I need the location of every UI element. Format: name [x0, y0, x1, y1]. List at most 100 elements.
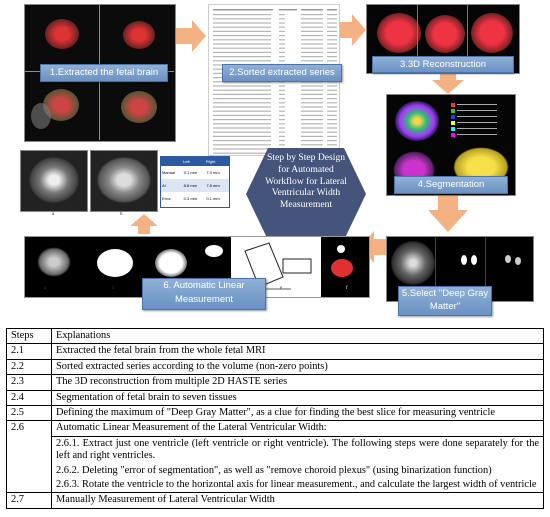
step-6-label: 6. Automatic Linear Measurement	[142, 278, 266, 310]
flow-arrows	[130, 14, 468, 263]
series-row-line	[213, 43, 271, 45]
series-row-line	[301, 60, 323, 62]
series-row-line	[327, 123, 337, 125]
series-row-line	[279, 85, 285, 87]
series-row-line	[327, 26, 337, 28]
series-row-line	[213, 131, 271, 133]
step-2-label: 2.Sorted extracted series	[222, 64, 342, 82]
table-row: 2.6 Automatic Linear Measurement of the …	[6, 420, 544, 494]
series-row-line	[327, 39, 337, 41]
series-row-line	[213, 30, 271, 32]
series-row-line	[327, 89, 337, 91]
series-row-line	[279, 43, 285, 45]
series-row-line	[301, 30, 323, 32]
series-row-line	[213, 85, 271, 87]
series-row-line	[279, 18, 285, 20]
series-row-line	[327, 18, 337, 20]
series-row-line	[301, 127, 323, 129]
series-row-line	[327, 135, 337, 137]
series-row-line	[301, 131, 323, 133]
series-row-line	[213, 102, 271, 104]
series-row-line	[301, 140, 323, 142]
manual-image-a	[20, 150, 88, 212]
series-row-line	[327, 127, 337, 129]
table-header-row: Steps Explanations	[6, 327, 544, 345]
series-row-line	[279, 30, 285, 32]
arrow-6-to-7	[130, 214, 158, 234]
series-row-line	[279, 35, 285, 37]
series-row-line	[213, 106, 271, 108]
series-row-line	[213, 119, 271, 121]
series-row-line	[279, 22, 285, 24]
step-5-label: 5.Select "Deep Gray Matter"	[398, 286, 492, 316]
series-row-line	[327, 56, 337, 58]
strip-label-a: a	[44, 286, 47, 291]
series-row-line	[301, 110, 323, 112]
series-row-line	[327, 47, 337, 49]
series-row-line	[213, 144, 271, 146]
series-row-line	[327, 98, 337, 100]
series-row-line	[213, 110, 271, 112]
series-row-line	[279, 89, 285, 91]
series-row-line	[213, 135, 271, 137]
series-row-line	[279, 47, 285, 49]
series-row-line	[327, 106, 337, 108]
series-row-line	[279, 93, 285, 95]
series-row-line	[279, 135, 285, 137]
series-row-line	[213, 152, 271, 154]
series-row-line	[301, 85, 323, 87]
series-row-line	[279, 51, 285, 53]
series-row-line	[213, 140, 271, 142]
manual-vs-ai-table: Left Right Manual 9.1 mm 7.9 mm AI 8.8 m…	[160, 156, 230, 208]
series-row-line	[301, 106, 323, 108]
step-3-label: 3.3D Reconstruction	[372, 56, 514, 73]
series-row-line	[279, 56, 285, 58]
series-row-line	[279, 140, 285, 142]
series-row-line	[301, 144, 323, 146]
series-row-line	[213, 22, 271, 24]
series-row-line	[301, 98, 323, 100]
series-row-line	[301, 51, 323, 53]
arrow-3-to-4	[432, 72, 464, 94]
arrow-2-to-3	[338, 14, 366, 46]
series-row-line	[327, 144, 337, 146]
series-row-line	[213, 26, 271, 28]
series-row-line	[213, 35, 271, 37]
series-row-line	[301, 26, 323, 28]
strip-label-b: b	[112, 286, 115, 291]
series-row-line	[279, 110, 285, 112]
manual-label-b: b	[120, 212, 123, 217]
series-row-line	[213, 114, 271, 116]
series-row-line	[327, 93, 337, 95]
series-row-line	[301, 47, 323, 49]
series-row-line	[301, 56, 323, 58]
series-row-line	[327, 22, 337, 24]
header-steps: Steps	[6, 327, 52, 345]
series-row-line	[301, 14, 323, 16]
series-row-line	[279, 14, 285, 16]
series-row-line	[279, 123, 285, 125]
series-row-line	[301, 22, 323, 24]
series-row-line	[213, 39, 271, 41]
series-row-line	[327, 51, 337, 53]
manual-image-b	[90, 150, 158, 212]
series-row-line	[327, 131, 337, 133]
center-hexagon	[246, 148, 366, 240]
table-row: 2.6.2. Deleting "error of segmentation",…	[7, 463, 544, 479]
series-row-line	[327, 14, 337, 16]
series-row-line	[301, 114, 323, 116]
series-row-line	[279, 60, 285, 62]
series-row-line	[213, 18, 271, 20]
series-row-line	[327, 140, 337, 142]
series-row-line	[279, 114, 285, 116]
series-row-line	[327, 43, 337, 45]
series-row-line	[301, 135, 323, 137]
series-row-line	[213, 98, 271, 100]
series-row-line	[301, 102, 323, 104]
table-row: 2.6.3. Rotate the ventricle to the horiz…	[7, 478, 544, 494]
